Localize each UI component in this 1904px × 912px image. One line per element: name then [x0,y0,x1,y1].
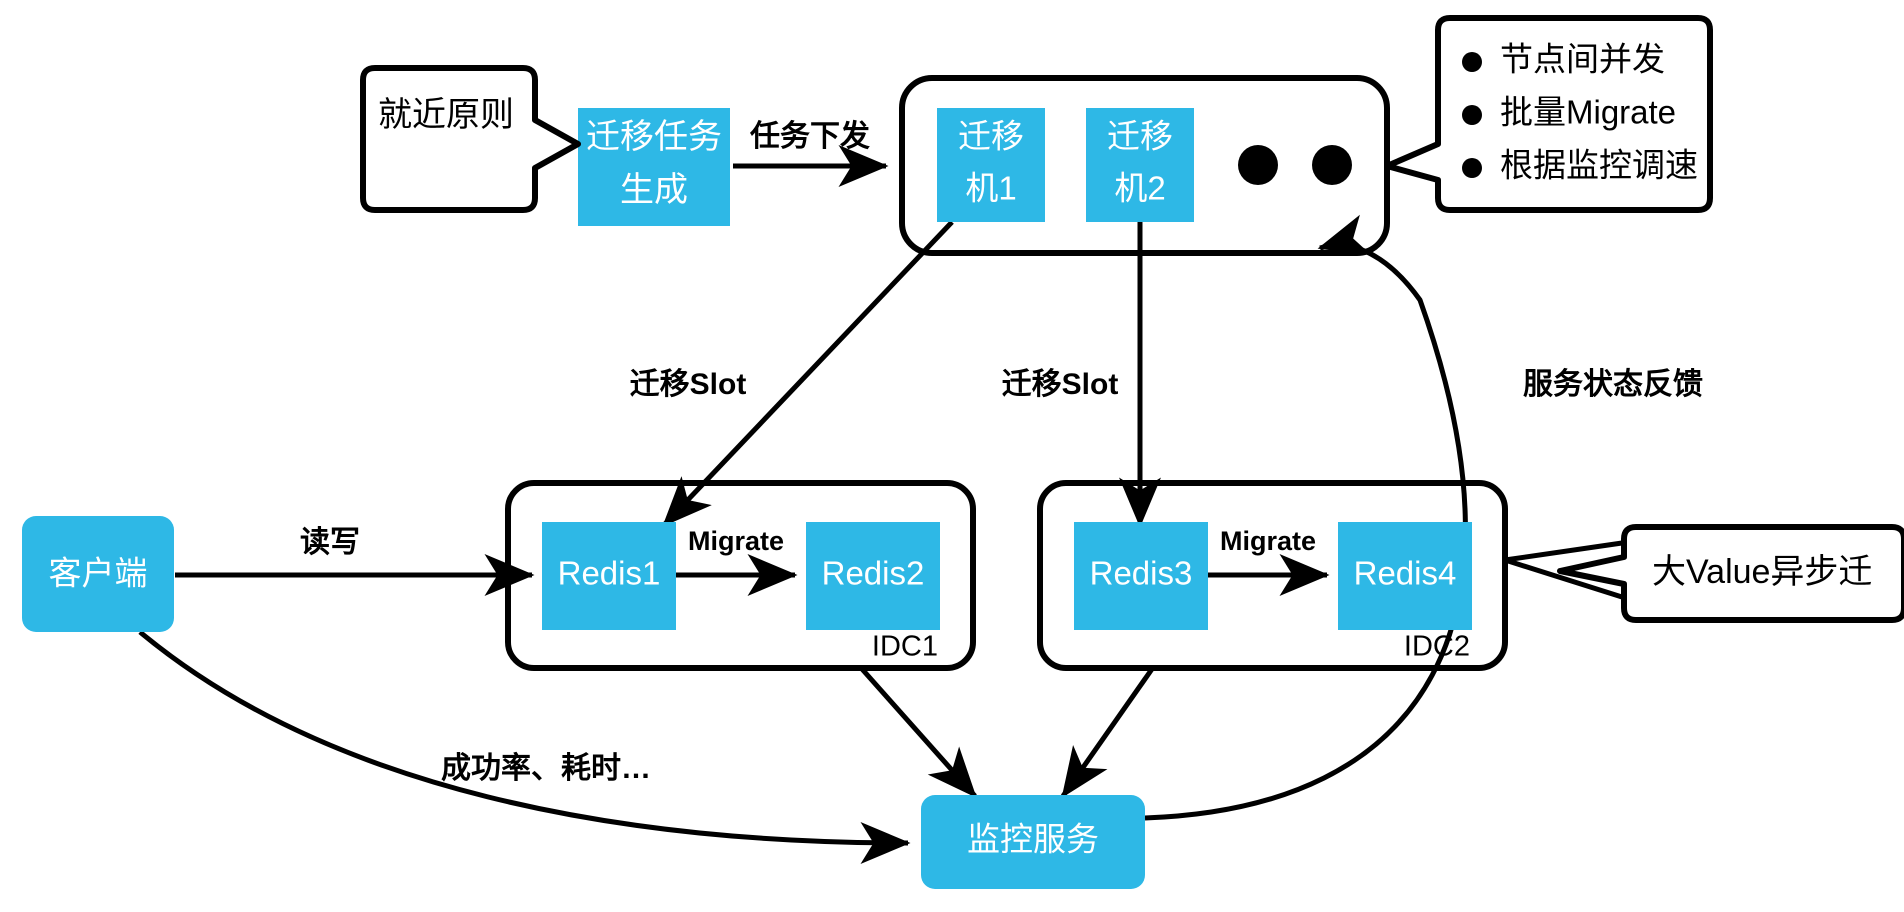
callout-big-value: 大Value异步迁 [1557,524,1904,623]
node-redis1[interactable]: Redis1 [542,522,676,630]
monitor-shape[interactable] [921,795,1145,889]
node-task-gen[interactable]: 迁移任务 生成 [578,108,730,226]
migrator-1-shape[interactable] [937,108,1045,222]
client-shape[interactable] [22,516,174,632]
edge-idc1-monitor [860,667,977,798]
callout-capability-2: 批量Migrate [1500,94,1676,131]
edge-label-migrate-1-2: Migrate [688,526,784,556]
edge-big-value-pointer [1504,540,1623,600]
idc2-tag: IDC2 [1404,631,1470,663]
redis1-label: Redis1 [558,555,661,592]
callout-capability-1: 节点间并发 [1500,41,1665,78]
edge-client-monitor [138,630,911,864]
bullet-dot-icon-3 [1462,158,1482,178]
task-gen-label-2: 生成 [620,171,688,209]
redis3-shape[interactable] [1074,522,1208,630]
client-label: 客户端 [49,555,148,592]
edge-label-migrate-slot-1: 迁移Slot [630,368,747,401]
ellipsis-dot-2 [1312,145,1352,185]
edge-label-migrate-3-4: Migrate [1220,526,1316,556]
node-redis3[interactable]: Redis3 [1074,522,1208,630]
redis1-shape[interactable] [542,522,676,630]
migrator-2-label-2: 机2 [1114,170,1165,207]
callout-proximity-text: 就近原则 [378,96,514,134]
migrator-2-label-1: 迁移 [1107,118,1173,155]
callout-proximity: 就近原则 [360,65,581,213]
edge-monitor-feedback [1144,214,1468,821]
migrator-1-label-2: 机1 [965,170,1016,207]
edge-label-migrate-slot-2: 迁移Slot [1002,368,1119,401]
redis2-shape[interactable] [806,522,940,630]
callout-big-value-box [1557,524,1904,623]
migrator-ellipsis [1238,145,1352,185]
bullet-dot-icon-1 [1462,52,1482,72]
edge-label-task-dispatch: 任务下发 [749,120,870,153]
edge-label-client-monitor: 成功率、耗时… [441,752,651,785]
edge-label-monitor-feedback: 服务状态反馈 [1523,368,1703,401]
node-redis4[interactable]: Redis4 [1338,522,1472,630]
task-gen-shape[interactable] [578,108,730,226]
migrator-1-label-1: 迁移 [958,118,1024,155]
edge-migrate-slot-1 [662,220,954,527]
node-monitor[interactable]: 监控服务 [921,795,1145,889]
edge-idc2-monitor [1060,667,1155,799]
node-migrator-2[interactable]: 迁移 机2 [1086,108,1194,222]
monitor-label: 监控服务 [967,821,1099,858]
redis4-label: Redis4 [1354,555,1457,592]
node-client[interactable]: 客户端 [22,516,174,632]
migrator-2-shape[interactable] [1086,108,1194,222]
edge-label-read-write: 读写 [300,526,360,559]
idc1-tag: IDC1 [872,631,938,663]
callout-big-value-text: 大Value异步迁 [1652,553,1872,591]
redis2-label: Redis2 [822,555,925,592]
callout-proximity-box [360,65,581,213]
redis3-label: Redis3 [1090,555,1193,592]
task-gen-label-1: 迁移任务 [586,118,722,156]
callout-capabilities: 节点间并发 批量Migrate 根据监控调速 [1384,15,1713,213]
node-redis2[interactable]: Redis2 [806,522,940,630]
redis4-shape[interactable] [1338,522,1472,630]
node-migrator-1[interactable]: 迁移 机1 [937,108,1045,222]
callout-capability-3: 根据监控调速 [1500,147,1698,184]
ellipsis-dot-1 [1238,145,1278,185]
bullet-dot-icon-2 [1462,105,1482,125]
